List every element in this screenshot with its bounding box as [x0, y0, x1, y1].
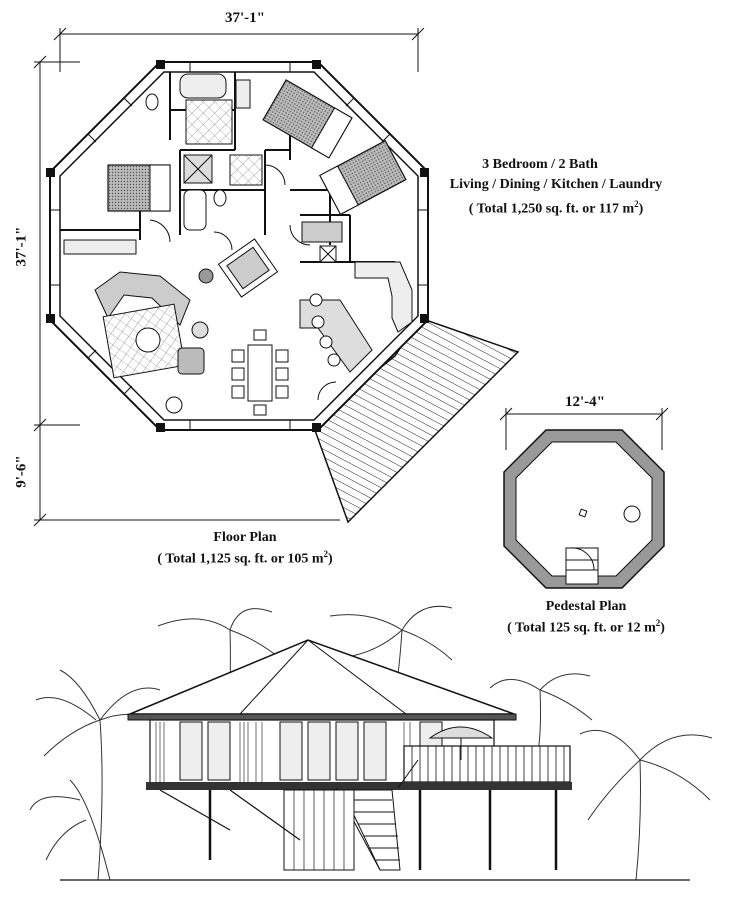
- pedestal-stairs: [565, 547, 599, 585]
- bath-tile-2: [229, 154, 263, 186]
- deck-railing-balusters: [411, 746, 565, 782]
- summary-line-2: Living / Dining / Kitchen / Laundry: [449, 177, 663, 192]
- summary-area-close: ): [638, 201, 644, 217]
- floor-plan-caption-title: Floor Plan: [213, 530, 277, 545]
- floor-plan-area-sup: 2: [323, 549, 329, 559]
- desk-chair: [198, 268, 214, 284]
- deck-umbrella: [428, 726, 494, 739]
- bathtub: [179, 73, 227, 99]
- floor-band: [146, 782, 572, 790]
- door-swings: [149, 164, 337, 401]
- laundry-washer: [301, 221, 343, 243]
- bed-right: [319, 139, 407, 216]
- bathtub-2: [183, 189, 207, 231]
- deck-railing: [403, 745, 571, 783]
- kitchen-counter: [354, 261, 413, 333]
- bar-stools: [309, 293, 341, 367]
- stairs: [335, 759, 419, 871]
- summary-area-text: ( Total 1,250 sq. ft. or 117 m: [468, 201, 635, 217]
- pedestal-width-dimension: 12'-4": [565, 394, 605, 410]
- corner-posts: [46, 60, 429, 432]
- pedestal-water-heater: [623, 505, 641, 523]
- deck-dimension: 9'-6": [13, 455, 30, 488]
- summary-line-3: ( Total 1,250 sq. ft. or 117 m2): [448, 195, 664, 219]
- top-dimension-line: [53, 27, 425, 72]
- house-inner-wall: [59, 71, 419, 421]
- sink: [145, 93, 159, 111]
- bookshelf: [63, 239, 137, 255]
- wall-windows: [50, 62, 428, 430]
- floor-plan-caption-area: ( Total 1,125 sq. ft. or 105 m2): [152, 545, 338, 569]
- bed-top-right: [262, 79, 353, 159]
- pedestal-area-text: ( Total 125 sq. ft. or 12 m: [507, 620, 656, 636]
- dining-table: [247, 344, 273, 402]
- pedestal-post: [578, 508, 588, 518]
- summary-area-sup: 2: [634, 199, 639, 209]
- pedestal-area-sup: 2: [655, 618, 661, 628]
- coffee-table: [135, 327, 161, 353]
- floor-plan-width-dimension: 37'-1": [225, 10, 265, 26]
- pedestal-caption-title: Pedestal Plan: [545, 599, 627, 614]
- toilet: [213, 189, 227, 207]
- floor-plan-area-text: ( Total 1,125 sq. ft. or 105 m: [157, 551, 324, 567]
- piles: [208, 790, 558, 870]
- vanity: [235, 79, 251, 109]
- pedestal-dimension-line: [499, 407, 669, 450]
- floor-plan-height-dimension: 37'-1": [13, 226, 30, 267]
- corner-plant: [191, 321, 209, 339]
- summary-line-1: 3 Bedroom / 2 Bath: [482, 157, 598, 172]
- floor-plan-area-close: ): [328, 551, 333, 567]
- pedestal-inner: [515, 441, 653, 577]
- sectional-sofa: [94, 271, 191, 326]
- pedestal-slats: [293, 790, 345, 870]
- bath-tile-floor: [185, 99, 233, 145]
- left-dimension-line: [33, 55, 340, 527]
- armchair: [177, 347, 205, 375]
- pedestal-area-close: ): [660, 620, 665, 636]
- desk: [217, 238, 279, 298]
- plant: [165, 396, 183, 414]
- dining-chairs: [231, 329, 289, 416]
- diagonal-braces: [159, 789, 301, 841]
- pedestal-base: [283, 789, 355, 871]
- roof-fascia: [127, 713, 517, 721]
- pedestal-caption-area: ( Total 125 sq. ft. or 12 m2): [496, 614, 676, 638]
